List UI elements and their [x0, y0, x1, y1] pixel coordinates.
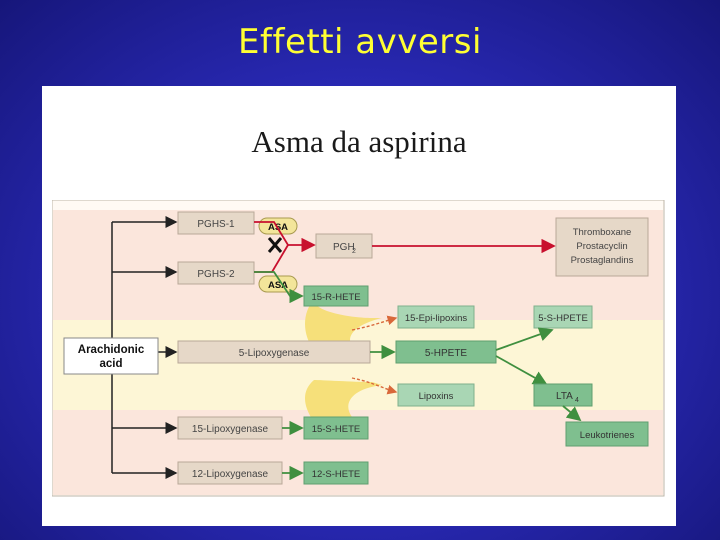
- arrow-5hpete-to-lta4: [495, 355, 548, 385]
- 5-lipoxygenase-label: 5-Lipoxygenase: [239, 348, 310, 359]
- arrow-lta4-to-leukotrienes: [562, 405, 582, 422]
- arachidonic-label-1: Arachidonic: [78, 344, 145, 356]
- 12-lipoxygenase-label: 12-Lipoxygenase: [192, 469, 269, 480]
- lipoxins-box: [397, 383, 475, 407]
- 5-hpete-box: [395, 340, 497, 364]
- 15-lipoxygenase-label: 15-Lipoxygenase: [192, 424, 269, 435]
- asa-tag-bottom: [258, 275, 298, 293]
- arrow-pghs2-to-15rhete: [254, 271, 304, 304]
- arrow-to-lipoxins: [351, 377, 398, 395]
- asa-tag-bottom-label: ASA: [268, 280, 288, 291]
- prostaglandins-label: Prostaglandins: [571, 255, 634, 266]
- pghs1-label: PGHS-1: [197, 219, 235, 230]
- lta4-label: LTA: [556, 391, 573, 402]
- arrow-to-epi-lipoxins: [351, 315, 398, 331]
- pghs2-label: PGHS-2: [197, 269, 235, 280]
- leukotrienes-box: [565, 421, 649, 447]
- cross-icon: [267, 237, 283, 253]
- 5s-hpete-label: 5-S-HPETE: [538, 313, 588, 324]
- channel-shape-top: [305, 300, 382, 350]
- arachidonic-label-2: acid: [99, 358, 122, 370]
- leukotrienes-label: Leukotrienes: [580, 430, 635, 441]
- epi-lipoxins-label: 15-Epi-lipoxins: [405, 313, 468, 324]
- epi-lipoxins-box: [397, 305, 475, 329]
- figure-panel: Asma da aspirina: [42, 86, 676, 526]
- arrow-pghs1-to-pgh2: [254, 221, 316, 253]
- pathway-diagram: Arachidonic acid PGHS-1 PGHS-2 ASA ASA: [51, 199, 666, 520]
- channel-shape-bottom: [305, 380, 382, 422]
- 5s-hpete-box: [533, 305, 593, 329]
- pgh2-subscript: 2: [352, 248, 356, 255]
- pathway-svg: Arachidonic acid PGHS-1 PGHS-2 ASA ASA: [51, 199, 665, 497]
- thromboxane-label: Thromboxane: [573, 227, 632, 238]
- pghs2-box: [177, 261, 255, 285]
- 15r-hete-box: [303, 285, 369, 307]
- 15s-hete-box: [303, 416, 369, 440]
- arachidonic-acid-box: [63, 337, 159, 375]
- figure-title: Asma da aspirina: [251, 124, 467, 159]
- 15s-hete-label: 15-S-HETE: [312, 424, 361, 435]
- arrow-5hpete-to-5shpete: [495, 327, 554, 351]
- pgh2-label: PGH: [333, 242, 355, 253]
- prostanoids-box: [555, 217, 649, 277]
- 15r-hete-label: 15-R-HETE: [311, 292, 360, 303]
- slide-title: Effetti avversi: [238, 22, 482, 62]
- lipoxins-label: Lipoxins: [419, 391, 454, 402]
- 12s-hete-label: 12-S-HETE: [312, 469, 361, 480]
- 5-hpete-label: 5-HPETE: [425, 348, 468, 359]
- 12s-hete-box: [303, 461, 369, 485]
- prostacyclin-label: Prostacyclin: [576, 241, 627, 252]
- pghs1-box: [177, 211, 255, 235]
- lta4-subscript: 4: [575, 397, 579, 404]
